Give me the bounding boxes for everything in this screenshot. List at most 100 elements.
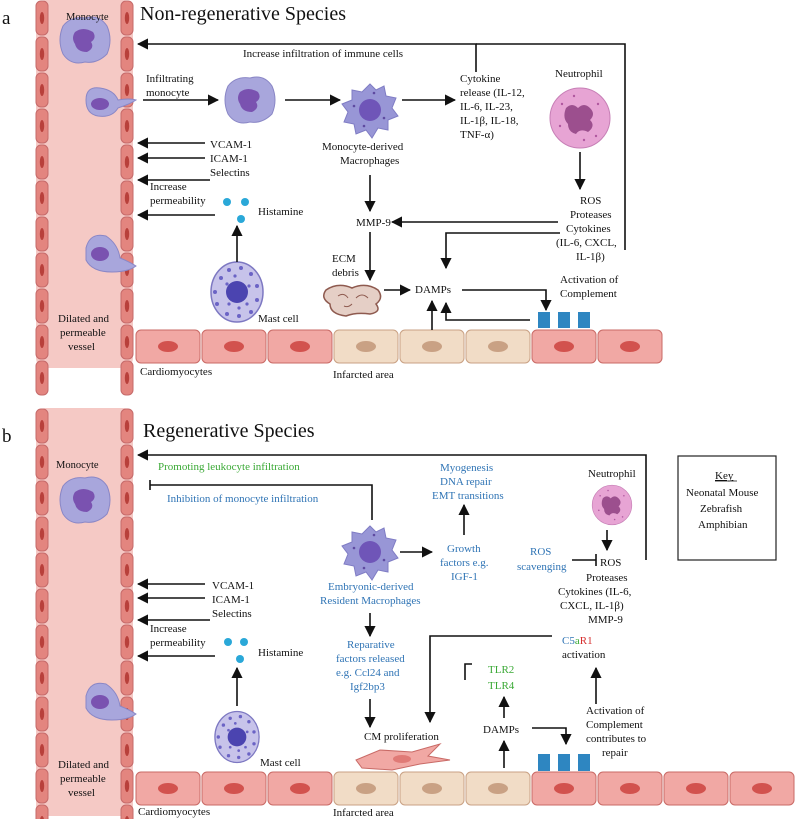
endothelial-nucleus — [124, 156, 130, 168]
complement-b-label: Activation of Complement contributes to … — [586, 705, 647, 759]
key-title: Key — [715, 470, 734, 482]
endothelial-nucleus — [124, 492, 130, 504]
growth-factors-label: Growth factors e.g. IGF-1 — [440, 543, 489, 583]
svg-text:VCAM-1: VCAM-1 — [212, 580, 254, 592]
svg-text:IL-6, IL-23,: IL-6, IL-23, — [460, 101, 513, 113]
svg-text:Monocyte-derived: Monocyte-derived — [322, 141, 404, 153]
panel-b: b Regenerative Species Monocyte Promotin… — [2, 408, 795, 819]
cardiomyocyte — [135, 771, 201, 806]
cytokine-release-label: Cytokine release (IL-12, IL-6, IL-23, IL… — [460, 73, 525, 141]
infiltrating-label-2: monocyte — [146, 87, 189, 99]
damps-b-label: DAMPs — [483, 724, 519, 736]
svg-text:Increase: Increase — [150, 623, 187, 635]
svg-text:IL-1β, IL-18,: IL-1β, IL-18, — [460, 115, 519, 127]
endothelial-nucleus — [124, 672, 130, 684]
promoting-label: Promoting leukocyte infiltration — [158, 461, 300, 473]
endothelial-nucleus — [124, 84, 130, 96]
infiltrating-label-1: Infiltrating — [146, 73, 194, 85]
endothelial-nucleus — [39, 120, 45, 132]
myogenesis-label: Myogenesis DNA repair EMT transitions — [432, 462, 504, 502]
svg-text:IL-1β): IL-1β) — [576, 251, 605, 263]
resident-macrophage — [341, 525, 399, 581]
panel-a-title: Non-regenerative Species — [140, 3, 346, 25]
endothelial-nucleus — [124, 744, 130, 756]
increase-infiltration-label: Increase infiltration of immune cells — [243, 48, 403, 60]
endothelial-nucleus — [124, 636, 130, 648]
vessel-a-label: Dilated and permeable vessel — [58, 313, 110, 353]
svg-text:Macrophages: Macrophages — [340, 155, 399, 167]
endothelial-nucleus — [124, 300, 130, 312]
monocyte-b-label: Monocyte — [56, 460, 99, 471]
svg-text:Cytokines (IL-6,: Cytokines (IL-6, — [558, 586, 632, 598]
endothelial-nucleus — [39, 84, 45, 96]
endothelial-nucleus — [125, 816, 129, 819]
svg-text:vessel: vessel — [68, 341, 95, 353]
svg-text:Selectins: Selectins — [212, 608, 252, 620]
cardiomyocyte — [531, 329, 597, 364]
svg-text:Growth: Growth — [447, 543, 481, 555]
neutrophil-a — [549, 87, 611, 149]
endothelial-nucleus — [124, 780, 130, 792]
cm-proliferation-label: CM proliferation — [364, 731, 439, 743]
svg-text:Selectins: Selectins — [210, 167, 250, 179]
endothelial-nucleus — [39, 456, 45, 468]
endothelial-nucleus — [39, 600, 45, 612]
svg-text:Activation of: Activation of — [586, 705, 645, 717]
ros-b-label: ROS — [600, 557, 621, 569]
svg-text:vessel: vessel — [68, 787, 95, 799]
svg-text:TLR2: TLR2 — [488, 664, 514, 676]
svg-text:DNA repair: DNA repair — [440, 476, 492, 488]
cardiomyocyte — [663, 771, 729, 806]
endothelial-nucleus — [124, 336, 130, 348]
monocyte-b — [59, 476, 111, 524]
svg-text:ECM: ECM — [332, 253, 356, 265]
endothelial-nucleus — [39, 156, 45, 168]
histamine-a-label: Histamine — [258, 206, 303, 218]
inhibition-label: Inhibition of monocyte infiltration — [167, 493, 319, 505]
endothelial-nucleus — [124, 456, 130, 468]
infarcted-cell — [333, 329, 399, 364]
endothelial-nucleus — [39, 300, 45, 312]
ros-scavenging-label: ROS scavenging — [517, 546, 567, 573]
svg-text:Proteases: Proteases — [586, 572, 628, 584]
infarcted-a-label: Infarcted area — [333, 369, 394, 381]
endothelial-nucleus — [39, 264, 45, 276]
infarcted-cell — [465, 771, 531, 806]
tissue-b — [135, 771, 795, 806]
endothelial-nucleus — [39, 336, 45, 348]
svg-text:ICAM-1: ICAM-1 — [210, 153, 248, 165]
svg-text:(IL-6, CXCL,: (IL-6, CXCL, — [556, 237, 617, 249]
endothelial-nucleus — [39, 708, 45, 720]
cardiomyocyte — [267, 329, 333, 364]
svg-text:e.g. Ccl24 and: e.g. Ccl24 and — [336, 667, 400, 679]
panel-b-title: Regenerative Species — [143, 420, 315, 442]
endothelial-nucleus — [124, 48, 130, 60]
svg-text:IGF-1: IGF-1 — [451, 571, 478, 583]
svg-text:TLR4: TLR4 — [488, 680, 515, 692]
cardiomyocyte — [201, 771, 267, 806]
c5ar1-label: C5aR1 activation — [562, 635, 606, 661]
cardiomyocyte — [135, 329, 201, 364]
endothelial-nucleus — [124, 600, 130, 612]
svg-text:release (IL-12,: release (IL-12, — [460, 87, 525, 99]
endothelial-nucleus — [124, 564, 130, 576]
vessel-monocyte-b — [85, 682, 137, 721]
cardiomyocyte — [597, 329, 663, 364]
svg-text:factors released: factors released — [336, 653, 405, 665]
infarcted-b-label: Infarcted area — [333, 807, 394, 819]
endothelial-nucleus — [124, 192, 130, 204]
svg-text:debris: debris — [332, 267, 359, 279]
panel-a: a Non-regenerative Species Monocyte Infi… — [2, 0, 663, 396]
panel-a-letter: a — [2, 8, 11, 29]
complement-a-icon — [538, 312, 590, 328]
svg-text:TNF-α): TNF-α) — [460, 129, 494, 141]
endothelial-nucleus — [39, 420, 45, 432]
svg-text:Complement: Complement — [586, 719, 643, 731]
arrows-b — [136, 449, 647, 768]
svg-text:EMT transitions: EMT transitions — [432, 490, 504, 502]
infarcted-cell — [465, 329, 531, 364]
transmigrating-monocyte-a — [85, 87, 138, 117]
adhesion-a-label: VCAM-1 ICAM-1 Selectins — [210, 139, 252, 179]
endothelial-cell — [35, 804, 49, 819]
